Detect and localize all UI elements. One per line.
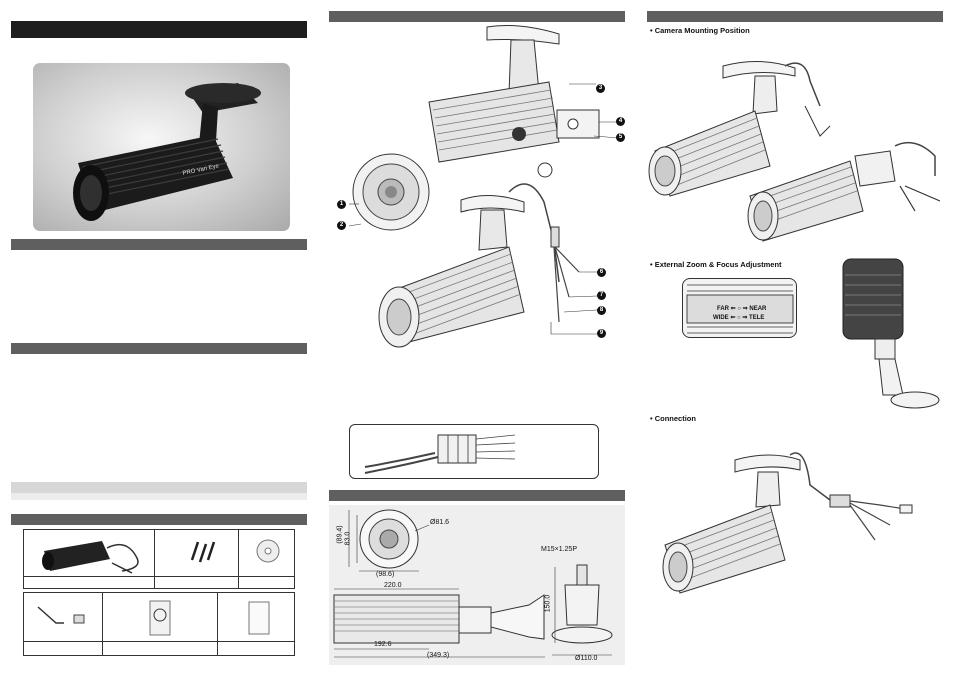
callout-9: 9 — [597, 329, 606, 338]
connection-title: • Connection — [650, 414, 696, 423]
section-header-left-3 — [11, 482, 307, 493]
manual-icon — [248, 601, 270, 635]
camera-photo-graphic: PRO Vari Eye — [73, 83, 261, 221]
mounting-position-diagram — [648, 60, 941, 242]
zoom-ring-graphic — [686, 284, 794, 334]
vertical-camera-diagram — [842, 258, 940, 409]
accessory-cell — [103, 593, 218, 655]
accessory-table-top — [23, 529, 295, 589]
callout-6: 6 — [597, 268, 606, 277]
accessory-cell — [24, 530, 155, 588]
section-subheader-left-3 — [11, 493, 307, 500]
callout-1: 1 — [337, 200, 346, 209]
dim-mount-height: 150.0 — [544, 594, 552, 613]
cable-pack-icon — [149, 600, 171, 636]
camera-product-photo: PRO Vari Eye — [33, 63, 290, 231]
dim-length-total: (349.3) — [427, 652, 450, 659]
dim-length-a: 192.6 — [374, 641, 392, 648]
camera-accessory-icon — [42, 541, 139, 574]
callout-3: 3 — [596, 84, 605, 93]
callout-4: 4 — [616, 117, 625, 126]
accessory-label-row — [24, 641, 294, 642]
zoom-far-label: FAR ⇐ ○ ⇒ NEAR — [717, 306, 767, 312]
cable-connector-diagram — [349, 424, 599, 479]
section-header-mid-2 — [329, 490, 625, 501]
accessory-table-bottom — [23, 592, 295, 656]
section-header-mid-1 — [329, 11, 625, 22]
section-header-left-2 — [11, 343, 307, 354]
connection-diagram — [662, 452, 913, 594]
cd-disc-icon — [256, 539, 280, 563]
callout-2: 2 — [337, 221, 346, 230]
dimension-drawing: (89.4) 83.0 Ø81.6 (98.6) 220.0 M15×1.25P… — [329, 505, 625, 665]
zoom-wide-label: WIDE ⇐ ○ ⇒ TELE — [713, 315, 765, 321]
section-header-right-1 — [647, 11, 943, 22]
dim-height-outer: (89.4) — [336, 525, 344, 544]
dimension-graphic — [333, 509, 613, 658]
callout-5: 5 — [616, 133, 625, 142]
accessory-cell — [24, 593, 103, 655]
dim-front-width: (98.6) — [376, 571, 395, 578]
dim-screw: M15×1.25P — [541, 546, 577, 553]
mounting-title: • Camera Mounting Position — [650, 26, 750, 35]
zoom-focus-title: • External Zoom & Focus Adjustment — [650, 260, 782, 269]
title-bar — [11, 21, 307, 38]
hex-wrench-icon — [37, 606, 85, 624]
zoom-ring-closeup: FAR ⇐ ○ ⇒ NEAR WIDE ⇐ ○ ⇒ TELE — [682, 278, 797, 338]
dim-lens-diameter: Ø81.6 — [430, 519, 450, 526]
dim-height-inner: 83.0 — [344, 531, 352, 546]
callout-8: 8 — [597, 306, 606, 315]
accessory-cell — [155, 530, 239, 588]
camera-parts-diagram — [348, 25, 620, 348]
screws-icon — [190, 541, 216, 563]
section-header-left-4 — [11, 514, 307, 525]
accessory-label-row — [24, 576, 294, 577]
dim-body-length: 220.0 — [384, 582, 402, 589]
section-header-left-1 — [11, 239, 307, 250]
power-connector-graphic — [364, 434, 516, 474]
callout-7: 7 — [597, 291, 606, 300]
dim-base-diameter: Ø110.0 — [575, 655, 598, 662]
